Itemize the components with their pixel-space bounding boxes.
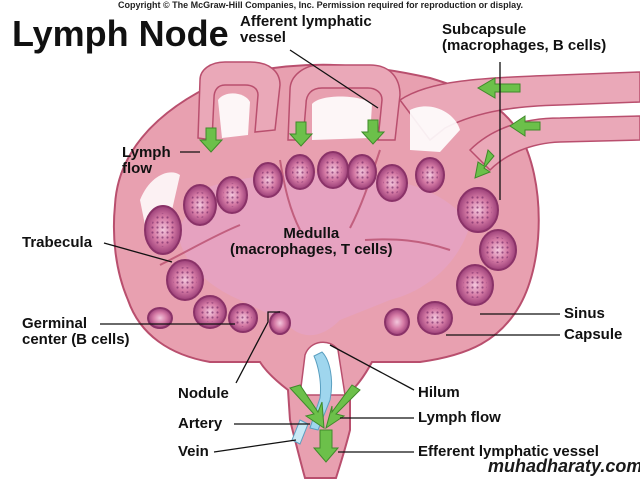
label-lymph-flow-bottom: Lymph flow — [418, 409, 501, 426]
leader-afferent — [289, 49, 379, 109]
leader-vein — [213, 439, 297, 453]
leader-nodule — [235, 311, 280, 384]
flow-arrow-upper-right — [477, 77, 521, 99]
label-vein: Vein — [178, 443, 209, 460]
label-capsule: Capsule — [564, 326, 623, 343]
label-hilum: Hilum — [418, 384, 460, 401]
label-subcapsule: Subcapsule (macrophages, B cells) — [442, 21, 607, 54]
flow-arrow-afferent-left — [198, 127, 224, 153]
flow-arrows — [198, 77, 541, 463]
label-artery: Artery — [178, 415, 223, 432]
sinus-space-2 — [312, 96, 372, 140]
follicle-18 — [269, 311, 291, 335]
artery-vessel — [309, 351, 333, 431]
watermark: muhadharaty.com — [488, 456, 640, 476]
flow-arrow-afferent-mid — [288, 121, 314, 147]
trabecula-line-2 — [364, 238, 451, 251]
copyright-notice: Copyright © The McGraw-Hill Companies, I… — [118, 0, 524, 10]
afferent-vessel-upper-right — [398, 71, 640, 142]
page-title: Lymph Node — [12, 13, 229, 54]
label-afferent-lymphatic-vessel: Afferent lymphatic vessel — [240, 13, 372, 46]
label-efferent-lymphatic-vessel: Efferent lymphatic vessel — [418, 443, 599, 460]
leader-hilum — [329, 344, 415, 391]
flow-arrow-efferent — [312, 429, 340, 463]
follicle-14 — [384, 308, 410, 336]
vein-vessel — [291, 419, 309, 445]
flow-arrow-lower-right — [509, 115, 541, 137]
follicle-cell-texture — [151, 158, 510, 328]
follicle-19 — [147, 307, 173, 329]
label-germinal-center: Germinal center (B cells) — [22, 315, 130, 348]
label-sinus: Sinus — [564, 305, 605, 322]
trabecula-line-4 — [349, 149, 381, 229]
label-trabecula: Trabecula — [22, 234, 93, 251]
label-lymph-flow-top: Lymph flow — [122, 144, 171, 177]
label-nodule: Nodule — [178, 385, 229, 402]
flow-arrow-subcapsule — [474, 149, 495, 179]
flow-arrow-hilum-left — [289, 384, 325, 429]
afferent-vessel-lower-right — [468, 115, 640, 172]
flow-arrow-afferent-right — [360, 119, 386, 145]
sinus-space-3 — [410, 106, 460, 152]
medulla-region — [178, 173, 470, 336]
label-medulla: Medulla (macrophages, T cells) — [230, 225, 393, 258]
trabecula-line-3 — [279, 159, 301, 231]
leader-trabecula — [103, 242, 173, 263]
sinus-space-1 — [218, 93, 250, 138]
afferent-vessel-left — [197, 61, 281, 141]
flow-arrow-hilum-right — [325, 384, 361, 430]
